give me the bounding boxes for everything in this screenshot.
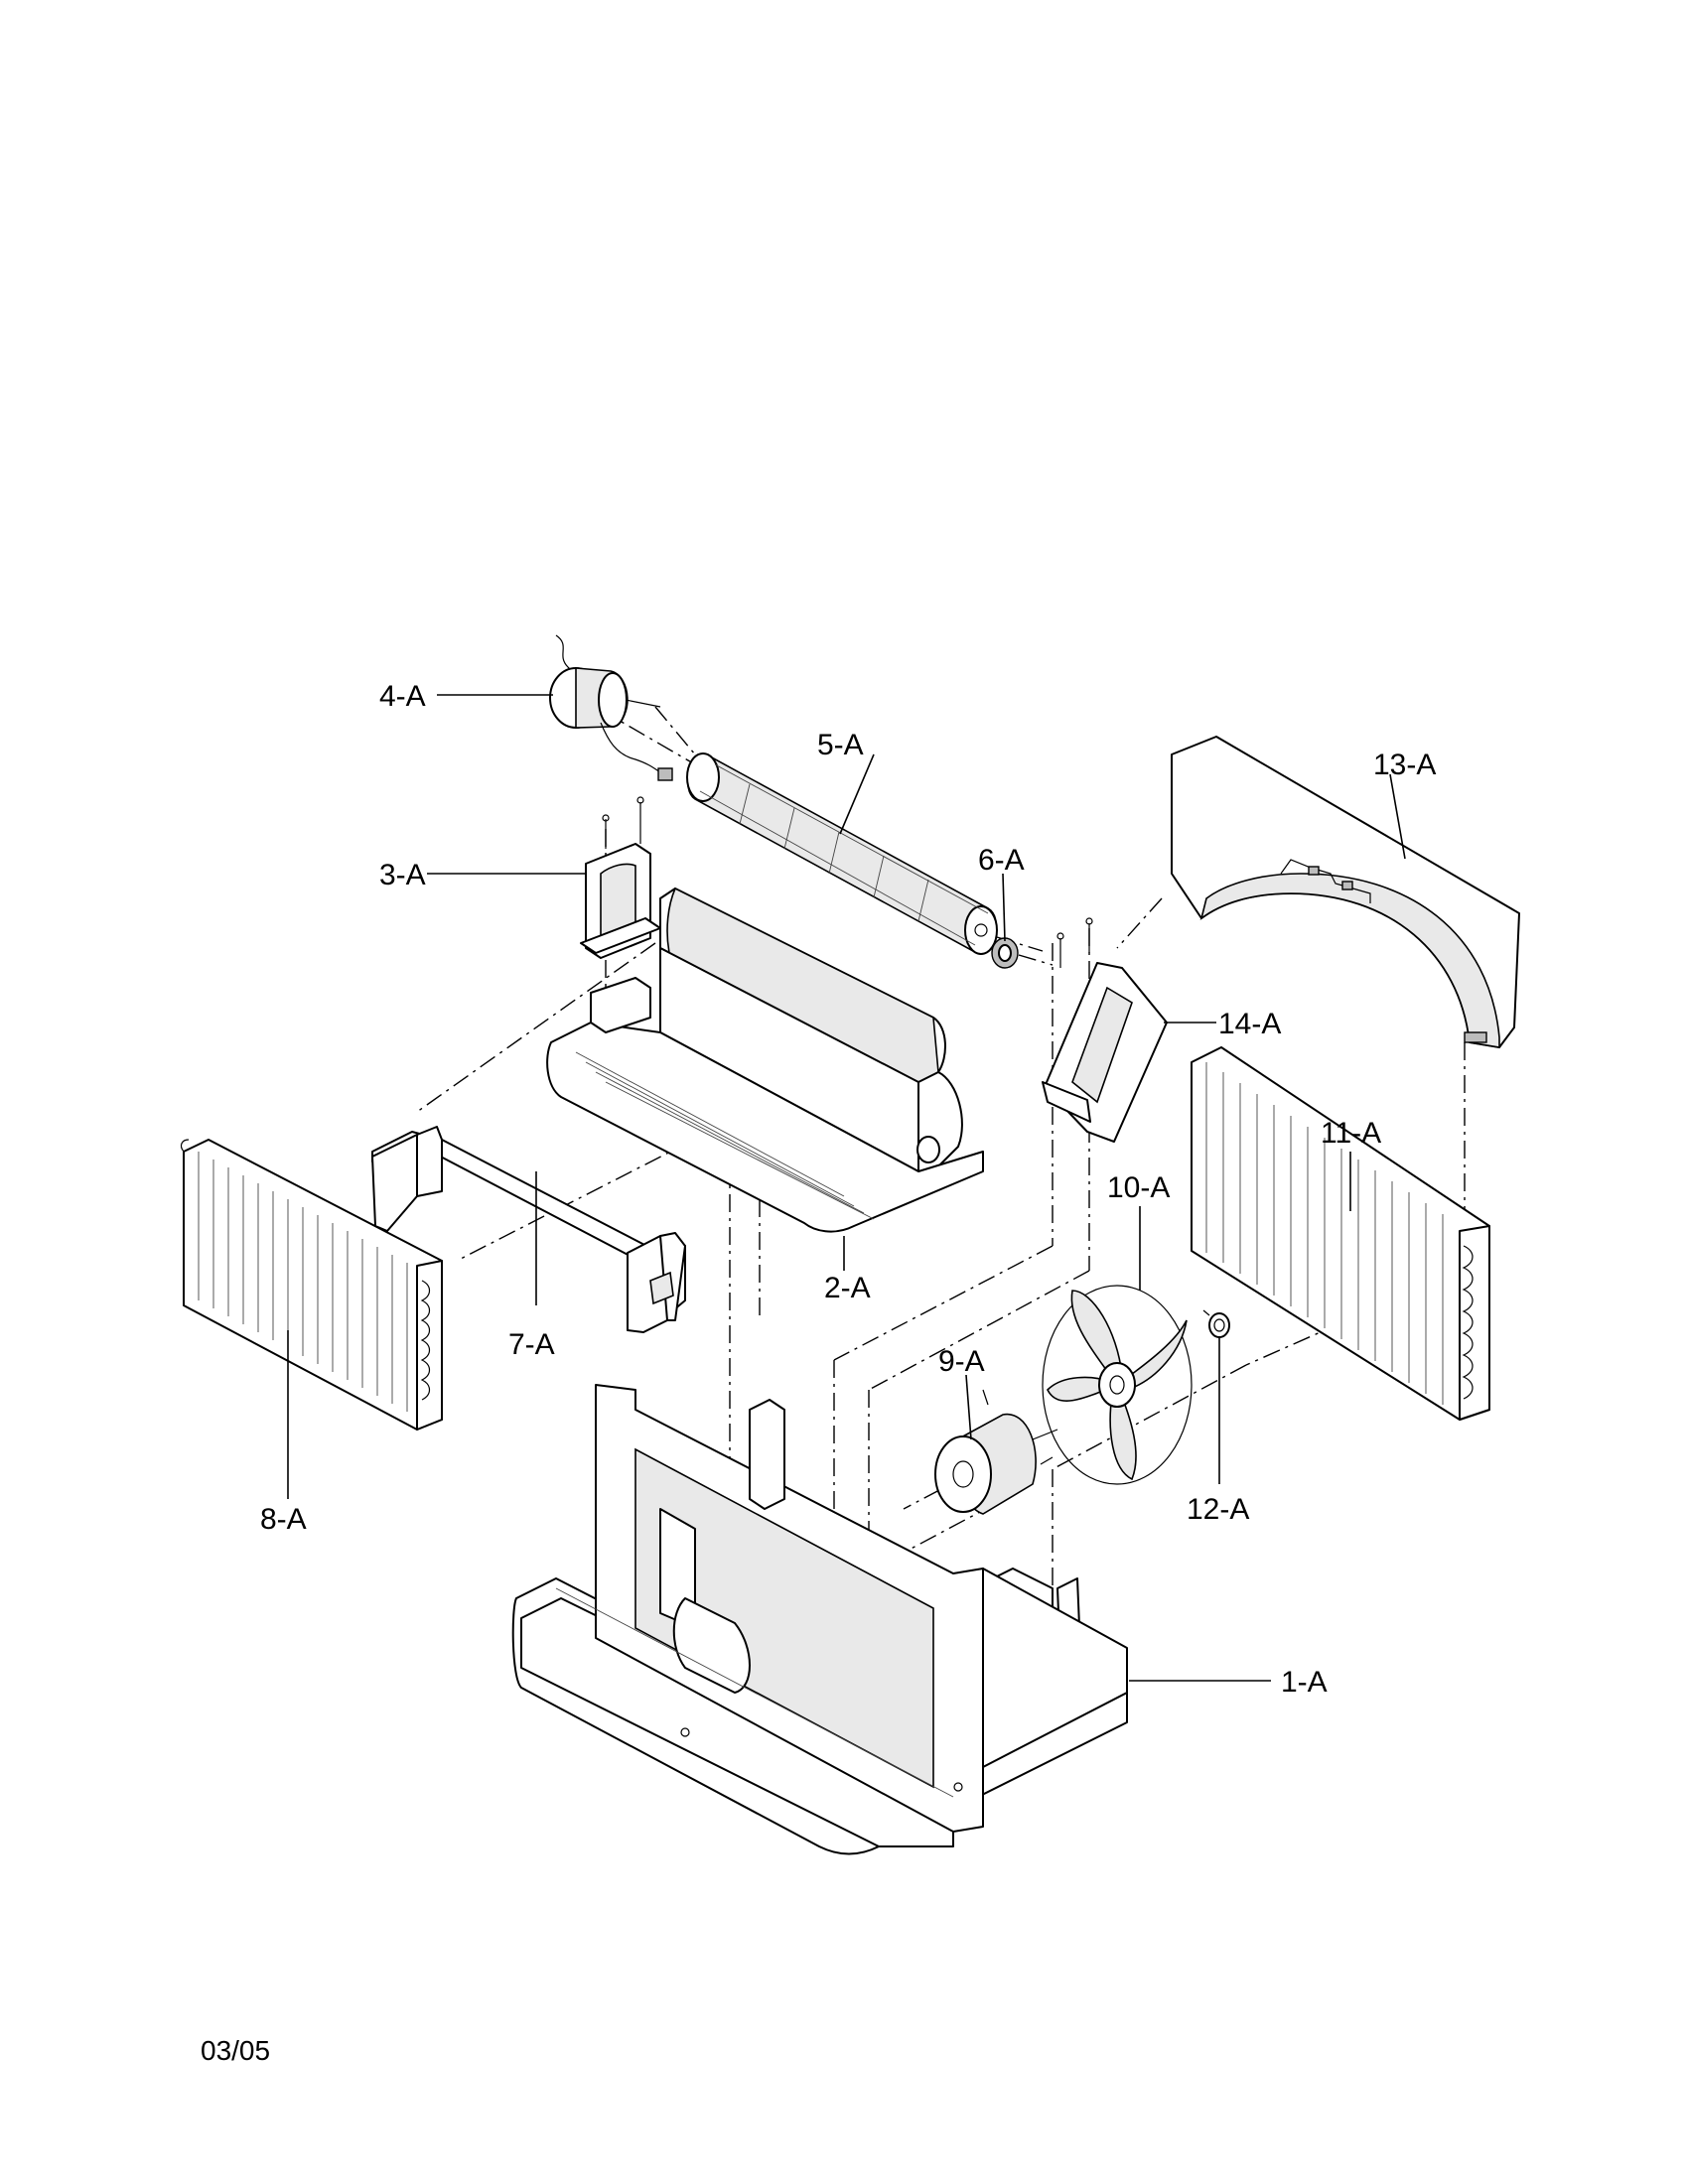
fan-motor <box>934 1389 1058 1515</box>
fan-clip <box>1202 1309 1230 1338</box>
callout-3a: 3-A <box>379 859 426 891</box>
blower-wheel <box>686 752 1044 955</box>
condenser-coil <box>1191 1046 1490 1421</box>
callout-2a: 2-A <box>824 1272 871 1304</box>
partition-bracket <box>371 1126 686 1333</box>
callout-11a: 11-A <box>1321 1117 1381 1150</box>
scroll-housing <box>546 887 984 1233</box>
callout-7a: 7-A <box>508 1328 555 1361</box>
footer-date: 03/05 <box>201 2035 270 2066</box>
callout-13a: 13-A <box>1373 749 1436 781</box>
callout-1a: 1-A <box>1281 1666 1328 1699</box>
bearing <box>991 937 1054 969</box>
base-pan <box>511 1384 1128 1855</box>
bearing-bracket <box>580 796 661 959</box>
motor-mount-bracket <box>1042 917 1168 1143</box>
blower-motor <box>549 634 696 781</box>
callout-labels: 4-A 5-A 6-A 3-A 13-A 14-A 11-A 10-A 2-A … <box>260 680 1436 1699</box>
shroud <box>1171 736 1520 1048</box>
callout-9a: 9-A <box>938 1345 985 1378</box>
callout-8a: 8-A <box>260 1503 307 1536</box>
callout-12a: 12-A <box>1187 1493 1249 1526</box>
condenser-fan <box>1042 1285 1193 1485</box>
evaporator-coil <box>180 1139 443 1431</box>
callout-6a: 6-A <box>978 844 1025 877</box>
callout-4a: 4-A <box>379 680 426 713</box>
callout-5a: 5-A <box>817 729 864 761</box>
evaporator-fins <box>198 1152 408 1412</box>
callout-14a: 14-A <box>1218 1008 1281 1040</box>
callout-leader-lines <box>287 694 1406 1682</box>
condenser-fins <box>1205 1062 1444 1405</box>
callout-10a: 10-A <box>1107 1171 1170 1204</box>
